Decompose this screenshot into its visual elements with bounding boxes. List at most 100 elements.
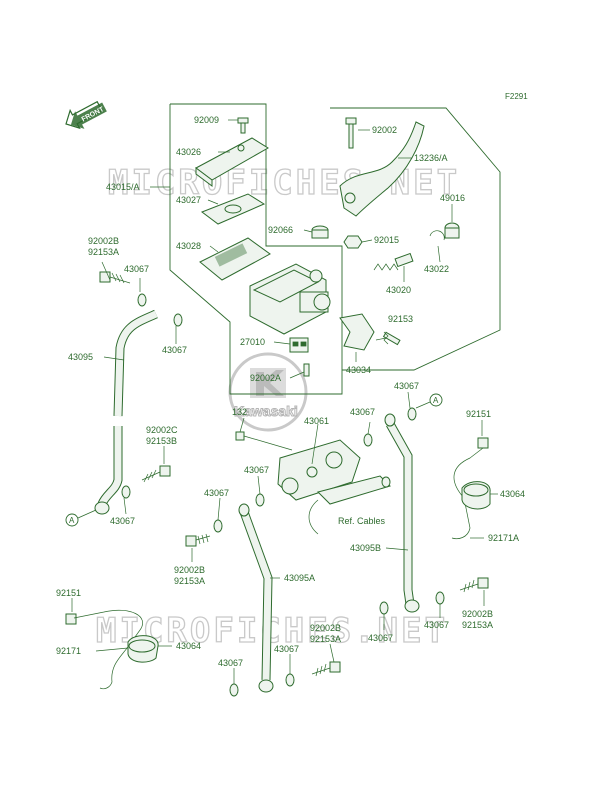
label-43064-b: 43064 [176,641,201,651]
banjo-bolt-bottom [311,661,341,677]
washer-4 [255,493,265,507]
label-43095b: 43095B [350,543,381,553]
washer-11 [285,673,295,687]
label-43067-e: 43067 [244,465,269,475]
label-92002c: 92002C [146,425,178,435]
label-43015a: 43015/A [106,182,140,192]
label-92153a-b: 92153A [174,576,205,586]
label-43067-b: 43067 [162,345,187,355]
cable-bracket [317,475,391,505]
label-43095: 43095 [68,352,93,362]
label-92153b: 92153B [146,436,177,446]
label-43022: 43022 [424,264,449,274]
label-43067-g: 43067 [110,516,135,526]
washer-7 [407,407,417,421]
marker-a-left-text: A [69,516,75,525]
label-43026: 43026 [176,147,201,157]
switch-screw [303,363,310,377]
label-92153a-d: 92153A [310,634,341,644]
master-cylinder-body [249,263,331,335]
master-cylinder-holder [339,313,375,351]
label-43095a: 43095A [284,573,315,583]
washer-2 [173,313,183,327]
marker-a-right-text: A [433,396,439,405]
brake-switch [289,337,309,353]
banjo-bolt-right [459,577,489,593]
label-43028: 43028 [176,241,201,251]
washer-6 [363,433,373,447]
long-bolt-132 [235,431,293,451]
piston-assembly [373,252,414,271]
push-rod-boot [444,222,460,239]
label-92002b-a: 92002B [88,236,119,246]
label-92009: 92009 [194,115,219,125]
label-27010: 27010 [240,337,265,347]
label-43067-k: 43067 [274,644,299,654]
cap-screw [237,117,249,134]
circlip [429,230,445,241]
label-43020: 43020 [386,285,411,295]
watermark-top: MICROFICHES.NET [108,163,460,203]
label-92015: 92015 [374,235,399,245]
washer-10 [229,683,239,697]
label-92151-b: 92151 [56,588,81,598]
label-132: 132 [232,407,247,417]
washer-8 [379,601,389,615]
label-43064-a: 43064 [500,489,525,499]
label-92171: 92171 [56,646,81,656]
label-43067-i: 43067 [368,633,393,643]
label-43027: 43027 [176,195,201,205]
label-43061: 43061 [304,416,329,426]
holder-bolt [382,331,401,346]
hose-joint [277,439,361,501]
diaphragm [199,237,271,281]
label-43034: 43034 [346,365,371,375]
logo-text: Kawasaki [234,403,298,419]
brake-hose-43095a [240,510,272,681]
label-43067-f: 43067 [204,488,229,498]
ref-cables-note: Ref. Cables [338,516,386,526]
label-92066: 92066 [268,225,293,235]
label-92151-a: 92151 [466,409,491,419]
label-92002: 92002 [372,125,397,135]
label-92153a-a: 92153A [88,247,119,257]
label-43067-a: 43067 [124,264,149,274]
label-43067-h: 43067 [424,620,449,630]
banjo-bolt-left [99,271,131,284]
brake-hose-43095b [386,422,414,605]
banjo-bolt-92002c [141,465,171,483]
bleeder-cap [311,225,329,239]
label-92002b-c: 92002B [462,609,493,619]
label-49016: 49016 [440,193,465,203]
brake-lever [339,121,425,217]
marker-a-right: A [415,393,443,409]
leader-lines [71,119,498,684]
label-43067-c: 43067 [394,381,419,391]
washer-3 [121,485,131,499]
reservoir-group-frame [169,103,343,395]
hose-clamp-right [451,437,491,540]
label-43067-d: 43067 [350,407,375,417]
label-92002b-d: 92002B [310,623,341,633]
washer-9 [435,591,445,605]
label-92153: 92153 [388,314,413,324]
front-arrow-icon: FRONT [65,100,107,130]
kawasaki-logo: Kawasaki [228,352,308,432]
label-43067-j: 43067 [218,658,243,668]
label-92002a: 92002A [250,373,281,383]
lever-nut [343,235,363,249]
marker-a-left: A [65,509,97,527]
washer-1 [137,293,147,307]
lever-group-frame [330,107,501,371]
hose-clamp-left [65,609,159,690]
label-92153a-c: 92153A [462,620,493,630]
washer-5 [213,519,223,533]
banjo-bolt-mid-left [185,533,211,547]
diagram-code: F2291 [505,92,528,101]
label-13236a: 13236/A [414,153,448,163]
label-92002b-b: 92002B [174,565,205,575]
label-92171a: 92171A [488,533,519,543]
brake-hose-43095 [113,309,158,417]
lever-pivot-bolt [345,117,357,149]
